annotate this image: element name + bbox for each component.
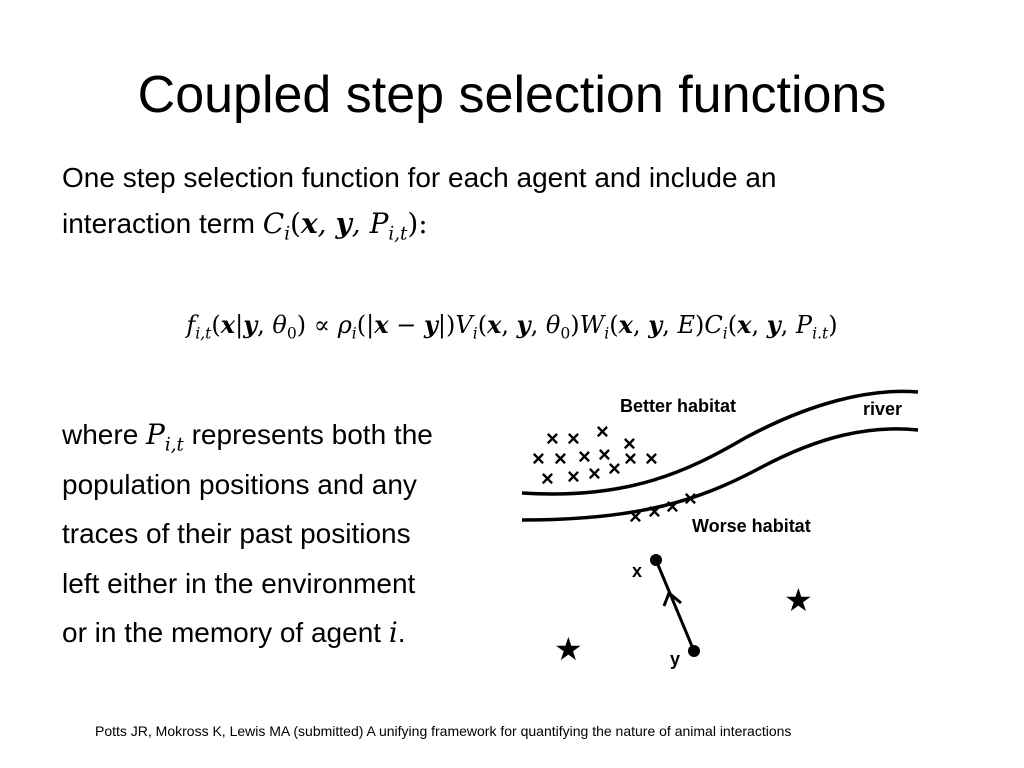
cross-marker: × xyxy=(541,466,554,491)
cross-marker: × xyxy=(588,461,601,486)
cross-marker: × xyxy=(532,446,545,471)
worse-habitat-label: Worse habitat xyxy=(692,516,811,536)
intro-line-2: interaction term Ci(x, y, Pi,t): xyxy=(62,201,922,247)
cross-marker: × xyxy=(624,446,637,471)
where-line-1: where Pi,t represents both the xyxy=(62,418,433,456)
cross-marker: × xyxy=(598,442,611,467)
coupled-ssf-equation: fi,t(x|y, θ0) ∝ ρi(|x − y|)Vi(x, y, θ0)W… xyxy=(186,310,838,343)
step-arrow xyxy=(650,554,700,657)
star-icon: ★ xyxy=(554,631,583,667)
cross-marker: × xyxy=(596,419,609,444)
intro-line-2-text: interaction term xyxy=(62,208,255,239)
interaction-term: Ci(x, y, Pi,t): xyxy=(262,207,428,245)
where-text: where Pi,t represents both the populatio… xyxy=(62,410,502,658)
y-label: y xyxy=(670,649,680,669)
point-x xyxy=(650,554,662,566)
citation: Potts JR, Mokross K, Lewis MA (submitted… xyxy=(95,723,792,739)
intro-text: One step selection function for each age… xyxy=(62,155,922,247)
arrowhead-icon xyxy=(662,590,682,607)
river-bank-lower xyxy=(521,427,919,522)
cross-marker: × xyxy=(645,446,658,471)
intro-line-1: One step selection function for each age… xyxy=(62,162,777,193)
cross-marker: × xyxy=(554,446,567,471)
where-line-4: left either in the environment xyxy=(62,567,416,599)
slide-title: Coupled step selection functions xyxy=(137,66,887,124)
x-label: x xyxy=(632,561,642,581)
point-y xyxy=(688,645,700,657)
cross-marker: × xyxy=(567,464,580,489)
cross-marker: × xyxy=(608,456,621,481)
better-habitat-label: Better habitat xyxy=(620,396,736,416)
star-icon: ★ xyxy=(784,582,813,618)
river-bank-upper xyxy=(521,389,919,496)
habitat-diagram: Better habitat river Worse habitat × × ×… xyxy=(521,389,919,669)
cross-marker: × xyxy=(623,431,636,456)
cross-marker: × xyxy=(629,504,642,529)
cross-marker: × xyxy=(666,494,679,519)
river-label: river xyxy=(863,399,902,419)
population-term: Pi,t xyxy=(146,418,184,456)
where-line-2: population positions and any xyxy=(62,468,417,500)
cross-marker: × xyxy=(567,426,580,451)
cross-marker: × xyxy=(684,486,697,511)
cross-marker: × xyxy=(578,444,591,469)
crosses-better-habitat: × × × × × × × × × × × × × × xyxy=(532,419,658,491)
cross-marker: × xyxy=(648,499,661,524)
crosses-worse-habitat: × × × × xyxy=(629,486,697,529)
where-line-3: traces of their past positions xyxy=(62,518,411,549)
where-line-5: or in the memory of agent i. xyxy=(62,616,406,649)
cross-marker: × xyxy=(546,426,559,451)
